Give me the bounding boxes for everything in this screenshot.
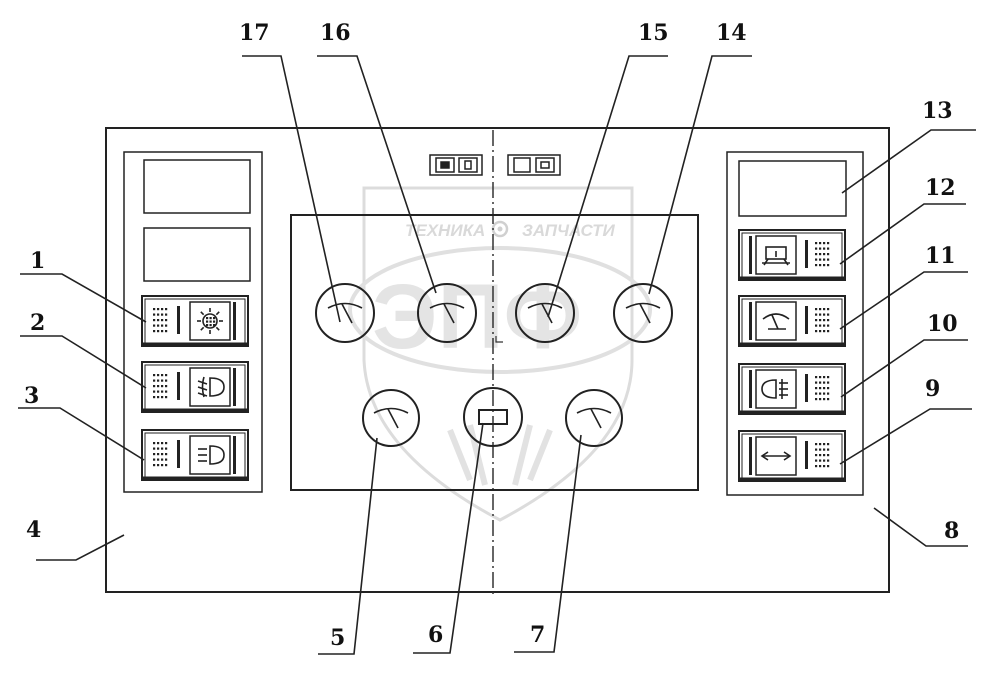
callout-15: 15 bbox=[547, 20, 669, 318]
right-switch-3[interactable] bbox=[738, 363, 846, 415]
gear-icon bbox=[491, 220, 509, 238]
gauge-5 bbox=[362, 389, 420, 447]
callout-14: 14 bbox=[648, 20, 752, 295]
center-mark bbox=[495, 336, 503, 343]
callout-number: 17 bbox=[239, 20, 270, 46]
callout-number: 2 bbox=[30, 310, 45, 336]
switch-dot-grid bbox=[815, 242, 830, 267]
callout-7: 7 bbox=[514, 434, 582, 653]
callout-leader-line bbox=[317, 55, 437, 294]
callout-3: 3 bbox=[18, 383, 145, 461]
watermark: ТЕХНИКА ЗАПЧАСТИ ЭПФ bbox=[348, 186, 652, 522]
callout-leader-line bbox=[318, 437, 378, 655]
callout-leader-line bbox=[841, 129, 976, 194]
callout-number: 10 bbox=[927, 311, 958, 337]
switch-dot-grid bbox=[815, 443, 830, 468]
callout-number: 11 bbox=[925, 243, 956, 269]
callout-leader-line bbox=[839, 271, 968, 330]
callout-number: 15 bbox=[638, 20, 669, 46]
switch-dot-grid bbox=[815, 308, 830, 333]
wiper-icon bbox=[762, 313, 790, 330]
callout-2: 2 bbox=[20, 310, 147, 389]
watermark-oval bbox=[348, 246, 652, 374]
callout-10: 10 bbox=[840, 311, 968, 398]
callout-5: 5 bbox=[318, 437, 378, 655]
right-switch-4[interactable] bbox=[738, 430, 846, 482]
callout-17: 17 bbox=[239, 20, 341, 323]
left-switch-panel bbox=[123, 151, 263, 493]
right-switch-1[interactable] bbox=[738, 229, 846, 281]
top-indicator-left bbox=[429, 154, 483, 176]
callout-13: 13 bbox=[841, 98, 976, 194]
callout-number: 1 bbox=[30, 248, 45, 274]
switch-dot-grid bbox=[153, 374, 168, 399]
callout-leader-line bbox=[242, 55, 341, 323]
callout-leader-line bbox=[413, 422, 484, 654]
callout-number: 7 bbox=[530, 622, 545, 648]
headlight-icon bbox=[198, 445, 225, 465]
left-switch-3[interactable] bbox=[141, 429, 249, 481]
callout-number: 4 bbox=[26, 517, 41, 543]
callout-number: 5 bbox=[330, 625, 345, 651]
callout-11: 11 bbox=[839, 243, 968, 330]
right-switch-2[interactable] bbox=[738, 295, 846, 347]
top-indicator-right bbox=[507, 154, 561, 176]
main-panel-frame bbox=[105, 127, 890, 593]
switch-dot-grid bbox=[153, 308, 168, 333]
callout-leader-line bbox=[873, 507, 968, 547]
callout-12: 12 bbox=[839, 175, 966, 265]
callout-8: 8 bbox=[873, 507, 968, 547]
gauge-17 bbox=[315, 283, 375, 343]
callout-number: 6 bbox=[428, 622, 443, 648]
callout-number: 12 bbox=[925, 175, 956, 201]
callout-leader-line bbox=[36, 534, 125, 561]
callout-leader-line bbox=[20, 273, 147, 323]
left-switch-group bbox=[141, 295, 249, 481]
callout-1: 1 bbox=[20, 248, 147, 323]
fog-light-icon bbox=[197, 376, 225, 398]
gauge-16 bbox=[417, 283, 477, 343]
callout-leader-line bbox=[20, 335, 147, 389]
callout-number: 13 bbox=[922, 98, 953, 124]
switch-dot-grid bbox=[153, 442, 168, 467]
callout-leader-line bbox=[648, 55, 752, 295]
gauge-group bbox=[315, 283, 673, 447]
gauge-14 bbox=[613, 283, 673, 343]
horizontal-arrows-icon bbox=[760, 451, 792, 461]
right-switch-panel bbox=[726, 151, 864, 496]
callout-number: 8 bbox=[944, 518, 959, 544]
watermark-logo-letters: ЭПФ bbox=[372, 266, 582, 368]
callout-4: 4 bbox=[26, 517, 125, 561]
callout-leader-line bbox=[547, 55, 668, 318]
switch-dot-grid bbox=[815, 376, 830, 401]
warning-lamp-icon bbox=[762, 246, 790, 266]
callout-6: 6 bbox=[413, 422, 484, 654]
watermark-left-word: ТЕХНИКА bbox=[405, 221, 485, 240]
callout-16: 16 bbox=[317, 20, 437, 294]
center-gauge-panel bbox=[290, 214, 699, 491]
callout-leader-line bbox=[18, 407, 145, 461]
callout-leader-line bbox=[840, 339, 968, 398]
callout-number: 3 bbox=[24, 383, 39, 409]
right-switch-group bbox=[738, 229, 846, 482]
callout-9: 9 bbox=[839, 376, 972, 465]
callout-number: 16 bbox=[320, 20, 351, 46]
gauge-15 bbox=[515, 283, 575, 343]
gauge-7 bbox=[565, 389, 623, 447]
wheat-icon bbox=[447, 424, 553, 486]
callout-leader-line bbox=[514, 434, 582, 653]
callout-leader-line bbox=[839, 408, 972, 465]
left-switch-2[interactable] bbox=[141, 361, 249, 413]
sun-icon bbox=[197, 308, 223, 334]
callout-number: 14 bbox=[716, 20, 747, 46]
callout-leader-line bbox=[839, 203, 966, 265]
watermark-shield bbox=[362, 186, 634, 522]
rear-fog-icon bbox=[761, 379, 788, 399]
left-switch-1[interactable] bbox=[141, 295, 249, 347]
callout-number: 9 bbox=[925, 376, 940, 402]
gauge-6 bbox=[463, 387, 523, 447]
watermark-right-word: ЗАПЧАСТИ bbox=[522, 221, 615, 240]
